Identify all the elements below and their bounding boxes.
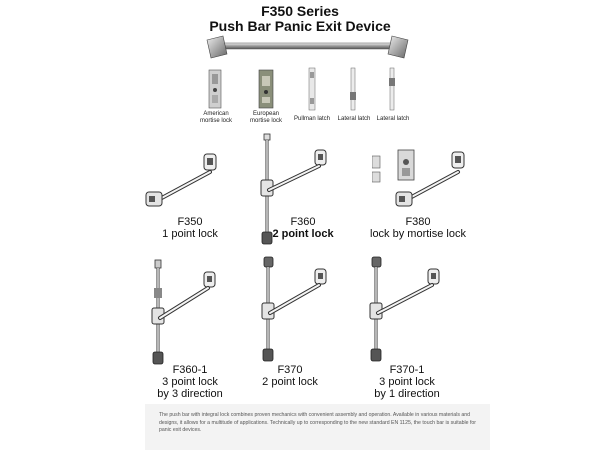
- lock-label-lateral-1: Lateral latch: [337, 116, 371, 122]
- push-bar-hero-image: [206, 35, 409, 59]
- f360-model-name: F360: [290, 216, 316, 228]
- european-mortise-lock-icon: [258, 69, 274, 109]
- series-title: F350 Series: [261, 3, 339, 19]
- f360-model-desc: 2 point lock: [272, 228, 334, 240]
- f350-device-image: [145, 153, 217, 207]
- description-text: The push bar with integral lock combines…: [159, 412, 477, 433]
- f370-model-desc: 2 point lock: [262, 376, 318, 388]
- lock-label-european-line2: mortise lock: [249, 118, 282, 124]
- f370-1-model-desc2: by 1 direction: [374, 388, 440, 400]
- american-mortise-lock-icon: [208, 69, 222, 109]
- lock-label-american-line1: American: [203, 111, 229, 117]
- f370-1-model-name: F370-1: [389, 364, 425, 376]
- lock-label-american-line2: mortise lock: [199, 118, 232, 124]
- f360-1-device-image: [151, 259, 216, 365]
- f350-model-desc: 1 point lock: [162, 228, 218, 240]
- f360-1-model-desc: 3 point lock: [162, 376, 218, 388]
- f360-1-model-desc2: by 3 direction: [157, 388, 223, 400]
- f360-device-image: [260, 133, 327, 245]
- lock-label-pullman: Pullman latch: [293, 116, 331, 122]
- f370-1-model-desc: 3 point lock: [379, 376, 435, 388]
- f360-1-model-name: F360-1: [172, 364, 208, 376]
- lock-label-european-line1: European: [252, 111, 280, 117]
- f370-device-image: [261, 256, 327, 362]
- lateral-latch-icon-2: [389, 67, 395, 111]
- f370-1-device-image: [369, 256, 440, 362]
- f370-model-name: F370: [277, 364, 303, 376]
- lateral-latch-icon-1: [350, 67, 356, 111]
- product-title: Push Bar Panic Exit Device: [209, 18, 391, 34]
- f350-model-name: F350: [177, 216, 203, 228]
- f380-model-desc: lock by mortise lock: [370, 228, 466, 240]
- lock-label-lateral-2: Lateral latch: [376, 116, 410, 122]
- f380-device-image: [372, 149, 465, 207]
- f380-model-name: F380: [405, 216, 431, 228]
- description-box: The push bar with integral lock combines…: [145, 404, 490, 450]
- pullman-latch-icon: [308, 67, 316, 111]
